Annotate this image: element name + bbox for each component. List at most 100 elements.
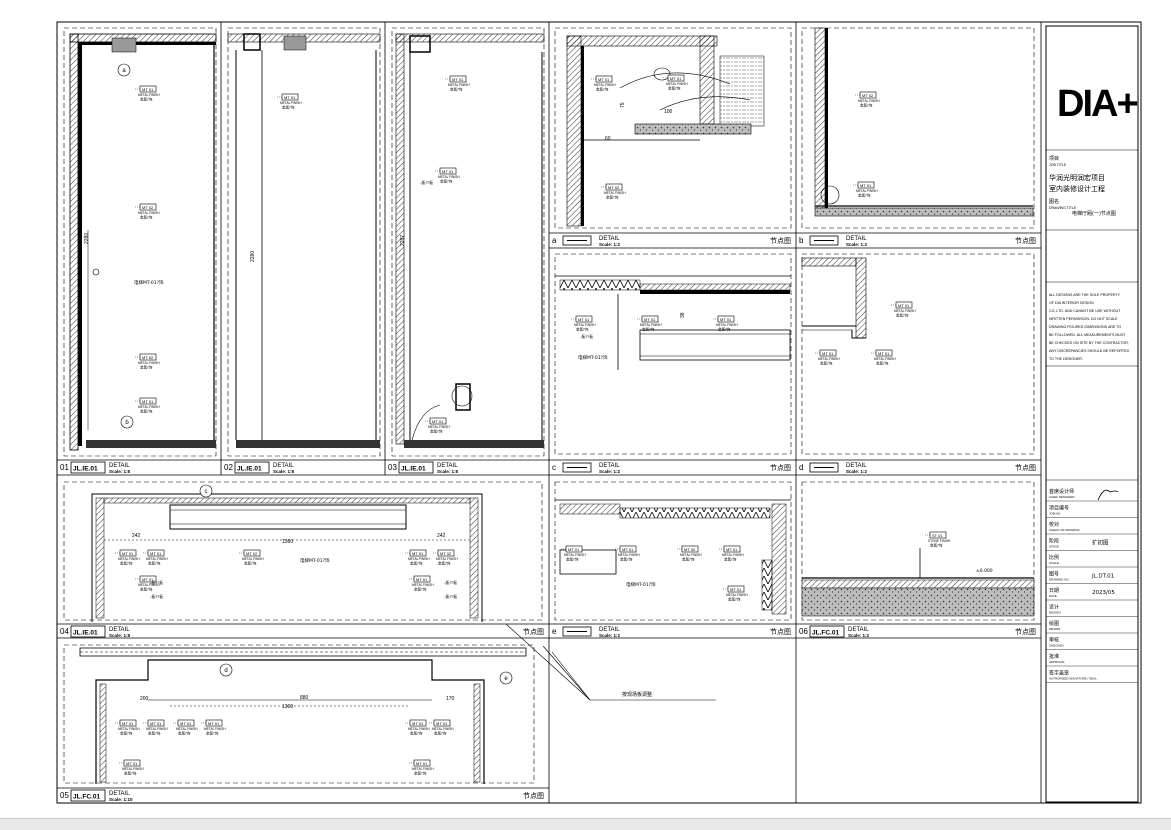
svg-text:金属?饰: 金属?饰 xyxy=(430,429,443,434)
svg-text:MT 02: MT 02 xyxy=(142,355,154,360)
node-label: 节点图 xyxy=(770,237,791,245)
dim-2280-b: 2280 xyxy=(250,251,256,262)
svg-text:金属?饰: 金属?饰 xyxy=(724,557,737,562)
svg-text:MT 01: MT 01 xyxy=(822,351,834,356)
svg-text:MT 01: MT 01 xyxy=(142,87,154,92)
detail-word: DETAIL xyxy=(599,463,620,469)
svg-text:金属?饰: 金属?饰 xyxy=(414,587,427,592)
annotations: 电梯MT-01?饰 电梯MT-01?饰 电梯MT-01?饰 电梯MT-01?饰 … xyxy=(134,279,993,698)
project-label-en: JOB TITLE xyxy=(1049,163,1067,167)
svg-text:金属?饰: 金属?饰 xyxy=(140,215,153,220)
svg-text:MT 01: MT 01 xyxy=(284,95,296,100)
callout-e: e xyxy=(504,676,508,682)
notice-line: ALL DESIGNS ARE THE SOLE PROPERTY xyxy=(1049,293,1121,297)
scale-text: Scale: 1:2 xyxy=(599,633,621,638)
panel-ref: JL.IE.01 xyxy=(401,466,426,473)
field-label: 批准 xyxy=(1049,653,1059,660)
dim-75: 75 xyxy=(620,102,626,108)
svg-text:金属?饰: 金属?饰 xyxy=(566,557,579,562)
svg-text:MT 01: MT 01 xyxy=(670,76,682,81)
svg-text:MT 02: MT 02 xyxy=(142,205,154,210)
svg-text:MT 01: MT 01 xyxy=(142,399,154,404)
svg-text:METAL FINISH: METAL FINISH xyxy=(138,93,160,97)
svg-text:METAL FINISH: METAL FINISH xyxy=(716,323,738,327)
svg-text:金属?饰: 金属?饰 xyxy=(410,561,423,566)
field-label-en: APPROVAL xyxy=(1049,660,1065,664)
dim-60: 60 xyxy=(605,136,611,142)
svg-text:MT 01: MT 01 xyxy=(442,169,454,174)
svg-text:金属?饰: 金属?饰 xyxy=(120,561,133,566)
field-label-en: DATE xyxy=(1049,594,1057,598)
svg-text:金属?饰: 金属?饰 xyxy=(124,771,137,776)
svg-text:MT 01: MT 01 xyxy=(412,721,424,726)
detail-word: DETAIL xyxy=(109,791,130,797)
panel-note: -板??板 xyxy=(580,334,593,339)
field-label: 比例 xyxy=(1049,554,1059,561)
panel-note: -板??板 xyxy=(150,580,163,585)
svg-text:MT 02: MT 02 xyxy=(440,551,452,556)
panel-d-drawing xyxy=(801,253,1035,455)
svg-text:METAL FINISH: METAL FINISH xyxy=(280,101,302,105)
svg-text:METAL FINISH: METAL FINISH xyxy=(428,425,450,429)
svg-text:MT 01: MT 01 xyxy=(898,303,910,308)
svg-text:METAL FINISH: METAL FINISH xyxy=(408,727,430,731)
notice-line: OF DIA INTERIOR DESIGN xyxy=(1049,301,1094,305)
field-label-en: CHECK OF DRAWING xyxy=(1049,528,1080,532)
svg-text:METAL FINISH: METAL FINISH xyxy=(176,727,198,731)
svg-text:METAL FINISH: METAL FINISH xyxy=(138,211,160,215)
field-label-en: AUTHORIZED SIGNATURE / SEAL xyxy=(1049,677,1097,681)
dim-242-a: 242 xyxy=(132,533,141,539)
detail-word: DETAIL xyxy=(599,627,620,633)
level-mark: ±0.000 xyxy=(976,568,993,574)
svg-text:MT 01: MT 01 xyxy=(578,317,590,322)
scale-text: Scale: 1:2 xyxy=(599,242,621,247)
svg-text:金属?饰: 金属?饰 xyxy=(206,731,219,736)
panel-b-drawing xyxy=(801,27,1035,229)
field-label-en: DRAWING NO. xyxy=(1049,578,1070,582)
section-callouts: c d e a b xyxy=(117,63,513,685)
svg-text:金属?饰: 金属?饰 xyxy=(282,105,295,110)
drawing-label: 图名 xyxy=(1049,198,1059,205)
svg-text:MT 01: MT 01 xyxy=(726,547,738,552)
svg-text:METAL FINISH: METAL FINISH xyxy=(448,83,470,87)
svg-text:金属?饰: 金属?饰 xyxy=(718,327,731,332)
svg-text:金属?饰: 金属?饰 xyxy=(930,543,943,548)
panel-c-drawing xyxy=(554,253,792,455)
panel-number: 04 xyxy=(60,627,69,636)
field-value: 2023/05 xyxy=(1092,590,1115,596)
panel-grid xyxy=(57,22,1042,803)
svg-text:METAL FINISH: METAL FINISH xyxy=(432,727,454,731)
sheet-border xyxy=(56,21,1142,804)
svg-text:金属?饰: 金属?饰 xyxy=(858,193,871,198)
elevator-mt-note-04: 电梯MT-01?饰 xyxy=(300,557,330,564)
svg-text:金属?饰: 金属?饰 xyxy=(414,771,427,776)
svg-text:METAL FINISH: METAL FINISH xyxy=(146,557,168,561)
panel-ref: JL.IE.01 xyxy=(237,466,262,473)
field-label: 绘图 xyxy=(1049,620,1059,627)
svg-text:METAL FINISH: METAL FINISH xyxy=(856,189,878,193)
svg-text:金属?饰: 金属?饰 xyxy=(668,86,681,91)
svg-text:METAL FINISH: METAL FINISH xyxy=(874,357,896,361)
svg-text:金属?饰: 金属?饰 xyxy=(682,557,695,562)
panel-number: c xyxy=(552,463,556,472)
